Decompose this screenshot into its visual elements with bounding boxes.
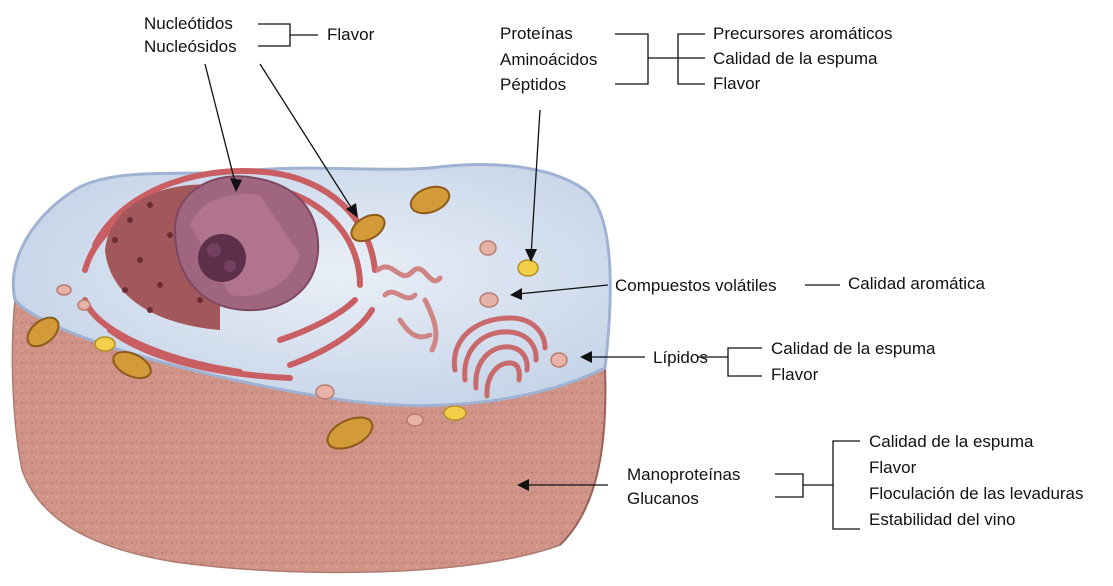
label-lipids: Lípidos (653, 347, 708, 369)
label-proteins: Proteínas (500, 23, 573, 45)
label-lipids-flavor: Flavor (771, 364, 818, 386)
label-wall-foam-quality: Calidad de la espuma (869, 431, 1033, 453)
label-aromatic-precursors: Precursores aromáticos (713, 23, 893, 45)
label-volatile-compounds: Compuestos volátiles (615, 275, 777, 297)
label-nucleosides: Nucleósidos (144, 36, 237, 58)
label-aromatic-quality: Calidad aromática (848, 273, 985, 295)
label-peptides: Péptidos (500, 74, 566, 96)
label-mannoproteins: Manoproteínas (627, 464, 740, 486)
label-lipids-foam-quality: Calidad de la espuma (771, 338, 935, 360)
label-vacuole-flavor: Flavor (713, 73, 760, 95)
label-wall-flavor: Flavor (869, 457, 916, 479)
label-nucleus-effect-flavor: Flavor (327, 24, 374, 46)
label-vacuole-foam-quality: Calidad de la espuma (713, 48, 877, 70)
nucleolus (198, 234, 246, 282)
label-nucleotides: Nucleótidos (144, 13, 233, 35)
label-glucans: Glucanos (627, 488, 699, 510)
label-yeast-flocculation: Floculación de las levaduras (869, 483, 1084, 505)
label-wine-stability: Estabilidad del vino (869, 509, 1015, 531)
label-amino-acids: Aminoácidos (500, 49, 597, 71)
